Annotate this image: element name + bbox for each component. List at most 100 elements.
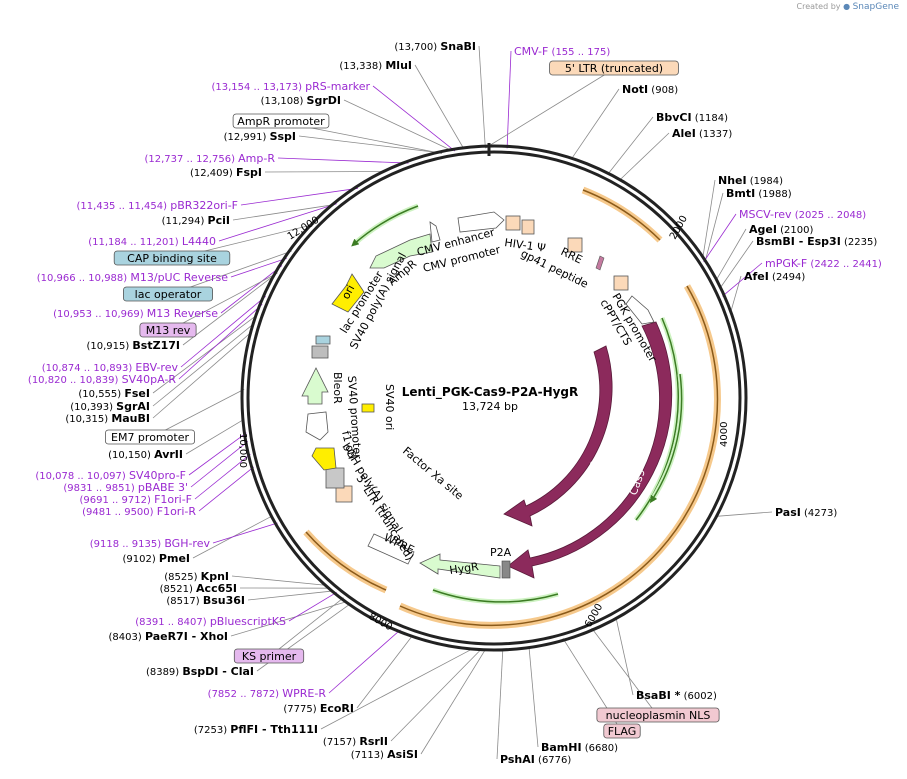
primer-mscv-rev[interactable]: MSCV-rev (2025 .. 2048)	[739, 208, 866, 221]
enzyme-site-asisi[interactable]: (7113) AsiSI	[351, 748, 418, 761]
feature-box-m13-rev[interactable]: M13 rev	[139, 322, 197, 338]
primer-m13-reverse[interactable]: (10,953 .. 10,969) M13 Reverse	[53, 307, 218, 320]
primer-ebv-rev[interactable]: (10,874 .. 10,893) EBV-rev	[42, 361, 179, 374]
primer-cmv-f[interactable]: CMV-F (155 .. 175)	[514, 45, 610, 58]
enzyme-site-bmti[interactable]: BmtI (1988)	[726, 187, 792, 200]
feature-connector	[167, 272, 278, 332]
enzyme-site-afei[interactable]: AfeI (2494)	[744, 270, 805, 283]
enzyme-site-acc65i[interactable]: (8521) Acc65I	[160, 582, 237, 595]
rre-box-1	[521, 219, 535, 235]
primer-connector	[230, 257, 287, 278]
backbone-inner	[246, 150, 742, 646]
feature-connector	[485, 68, 615, 149]
enzyme-site-paer7i[interactable]: (8403) PaeR7I - XhoI	[109, 630, 229, 643]
enzyme-connector	[320, 648, 473, 730]
enzyme-site-ecori[interactable]: (7775) EcoRI	[283, 702, 354, 715]
enzyme-label: (7775) EcoRI	[283, 702, 354, 715]
primer-pbluescriptks[interactable]: (8391 .. 8407) pBluescriptKS	[135, 615, 286, 628]
enzyme-site-fspi[interactable]: (12,409) FspI	[190, 166, 262, 179]
enzyme-site-fsei[interactable]: (10,555) FseI	[78, 387, 150, 400]
enzyme-site-pshai[interactable]: PshAI (6776)	[500, 753, 571, 766]
feature-box-bg	[232, 113, 330, 129]
primer-arc-1-core	[351, 205, 419, 247]
feature-box-ampr-promoter[interactable]: AmpR promoter	[232, 113, 330, 129]
enzyme-site-sgrdi[interactable]: (13,108) SgrDI	[261, 94, 341, 107]
enzyme-site-bbvci[interactable]: BbvCI (1184)	[656, 111, 728, 124]
primer-label: (10,874 .. 10,893) EBV-rev	[42, 361, 179, 374]
enzyme-site-bsu36i[interactable]: (8517) Bsu36I	[166, 594, 245, 607]
enzyme-site-maubi[interactable]: (10,315) MauBI	[65, 412, 150, 425]
primer-label: (9118 .. 9135) BGH-rev	[90, 537, 211, 550]
enzyme-site-pasi[interactable]: PasI (4273)	[775, 506, 837, 519]
feature-box-flag[interactable]: FLAG	[603, 723, 641, 739]
primer-f1ori-r[interactable]: (9481 .. 9500) F1ori-R	[82, 505, 196, 518]
primer-connector	[190, 441, 249, 488]
enzyme-site-bsmbi[interactable]: BsmBI - Esp3I (2235)	[756, 235, 877, 248]
primer-wpre-r[interactable]: (7852 .. 7872) WPRE-R	[208, 687, 327, 700]
primer-connector	[722, 262, 763, 297]
primer-bgh-rev[interactable]: (9118 .. 9135) BGH-rev	[90, 537, 211, 550]
feature-box-label: AmpR promoter	[237, 115, 325, 128]
feature-connector	[268, 597, 344, 658]
primer-connector	[372, 85, 456, 152]
primer-prs-marker[interactable]: (13,154 .. 13,173) pRS-marker	[211, 80, 370, 93]
created-by-label: Created by ● SnapGene	[796, 2, 900, 12]
enzyme-site-mlui[interactable]: (13,338) MluI	[339, 59, 412, 72]
primer-amp-r[interactable]: (12,737 .. 12,756) Amp-R	[144, 152, 275, 165]
enzyme-connector	[232, 204, 333, 221]
primer-sv40pro-f[interactable]: (10,078 .. 10,097) SV40pro-F	[35, 469, 186, 482]
rre-box-2	[567, 237, 583, 253]
primer-label: (13,154 .. 13,173) pRS-marker	[211, 80, 370, 93]
enzyme-label: (13,338) MluI	[339, 59, 412, 72]
feature-box-em7-promoter[interactable]: EM7 promoter	[105, 429, 195, 445]
feature-box-nucleoplasmin-nls[interactable]: nucleoplasmin NLS	[596, 707, 720, 723]
feature-box-label: 5' LTR (truncated)	[565, 62, 663, 75]
enzyme-site-bsabi[interactable]: BsaBI * (6002)	[636, 689, 717, 702]
enzyme-site-pflfi[interactable]: (7253) PflFI - Tth111I	[194, 723, 318, 736]
primer-connector	[178, 304, 263, 380]
enzyme-site-agei[interactable]: AgeI (2100)	[749, 223, 813, 236]
enzyme-label: (7157) RsrII	[323, 735, 388, 748]
enzyme-label: BsaBI * (6002)	[636, 689, 717, 702]
feature-box-cap-binding-site[interactable]: CAP binding site	[113, 250, 231, 266]
primer-label: MSCV-rev (2025 .. 2048)	[739, 208, 866, 221]
enzyme-site-rsrii[interactable]: (7157) RsrII	[323, 735, 388, 748]
primer-pbr322ori-f[interactable]: (11,435 .. 11,454) pBR322ori-F	[77, 199, 238, 212]
feature-box-label: FLAG	[608, 725, 637, 738]
enzyme-site-sgrai[interactable]: (10,393) SgrAI	[70, 400, 150, 413]
enzyme-label: BsmBI - Esp3I (2235)	[756, 235, 877, 248]
factor-xa-label: Factor Xa site	[400, 444, 466, 502]
enzyme-site-noti[interactable]: NotI (908)	[622, 83, 678, 96]
enzyme-label: (7253) PflFI - Tth111I	[194, 723, 318, 736]
feature-box-lac-operator[interactable]: lac operator	[123, 286, 213, 302]
enzyme-site-bamhi[interactable]: BamHI (6680)	[541, 741, 618, 754]
feature-box-ks-primer[interactable]: KS primer	[233, 648, 305, 664]
enzyme-connector	[528, 647, 539, 748]
enzyme-site-kpni[interactable]: (8525) KpnI	[164, 570, 229, 583]
primer-arc-1	[352, 203, 419, 246]
enzyme-connector	[730, 275, 742, 312]
primer-pbabe-3[interactable]: (9831 .. 9851) pBABE 3'	[63, 481, 188, 494]
primer-f1ori-f[interactable]: (9691 .. 9712) F1ori-F	[79, 493, 192, 506]
primer-sv40pa-r[interactable]: (10,820 .. 10,839) SV40pA-R	[28, 373, 176, 386]
enzyme-site-bspdi[interactable]: (8389) BspDI - ClaI	[146, 665, 254, 678]
primer-label: (10,078 .. 10,097) SV40pro-F	[35, 469, 186, 482]
enzyme-site-sspi[interactable]: (12,991) SspI	[224, 130, 296, 143]
feature-box-5-ltr-truncated[interactable]: 5' LTR (truncated)	[549, 60, 679, 76]
primer-connector	[218, 203, 337, 242]
enzyme-site-alei[interactable]: AleI (1337)	[672, 127, 732, 140]
enzyme-connector	[152, 332, 251, 419]
primer-mpgk-f[interactable]: mPGK-F (2422 .. 2441)	[765, 257, 882, 270]
enzyme-label: (10,915) BstZ17I	[86, 339, 180, 352]
enzyme-site-nhei[interactable]: NheI (1984)	[718, 174, 783, 187]
enzyme-site-snabi[interactable]: (13,700) SnaBI	[394, 40, 476, 53]
feature-box-bg	[113, 250, 231, 266]
enzyme-site-pmei[interactable]: (9102) PmeI	[122, 552, 190, 565]
enzyme-site-bstz17i[interactable]: (10,915) BstZ17I	[86, 339, 180, 352]
primer-m13-puc-reverse[interactable]: (10,966 .. 10,988) M13/pUC Reverse	[37, 271, 229, 284]
enzyme-site-avrii[interactable]: (10,150) AvrII	[108, 448, 183, 461]
primer-l4440[interactable]: (11,184 .. 11,201) L4440	[88, 235, 216, 248]
primer-label: (8391 .. 8407) pBluescriptKS	[135, 615, 286, 628]
enzyme-site-pcii[interactable]: (11,294) PciI	[162, 214, 230, 227]
